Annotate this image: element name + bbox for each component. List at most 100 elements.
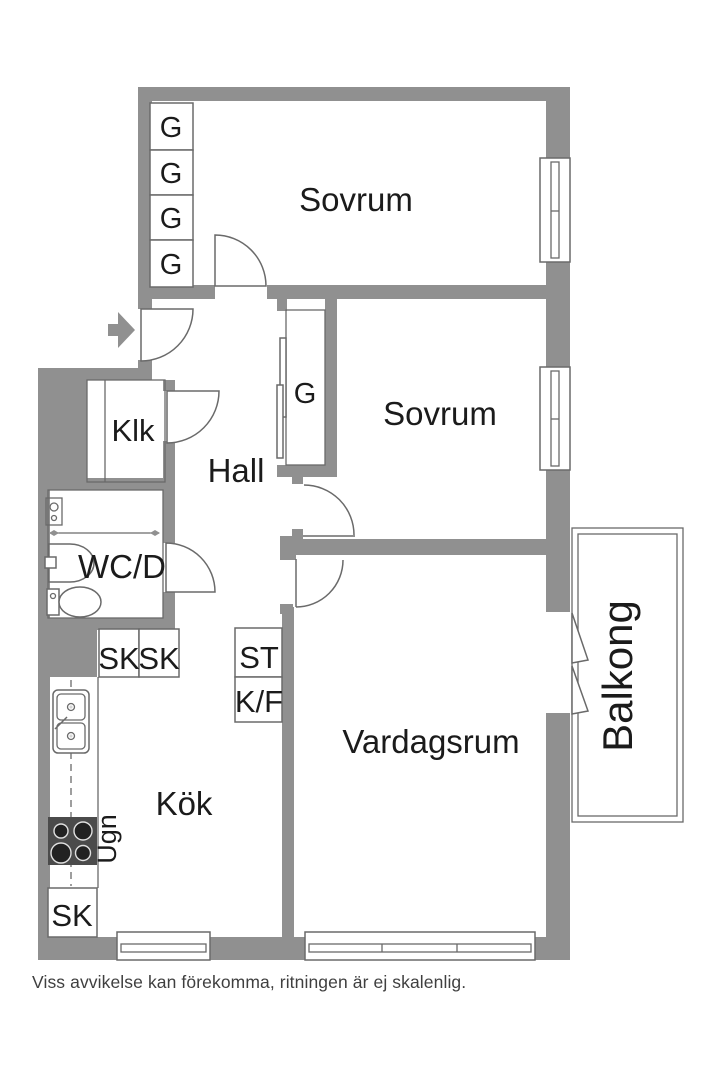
entrance-arrow-icon [108, 312, 135, 348]
vardagsrum-window-glass [308, 943, 532, 953]
washing-machine-knob [50, 514, 58, 522]
wardrobe-cell-4 [149, 239, 194, 288]
kitchen-tap-icon [54, 716, 68, 730]
shower-rail-end-right [150, 530, 160, 536]
vardagsrum-window [304, 931, 536, 961]
wall-wc-top [38, 478, 163, 490]
wall-right-4 [546, 713, 570, 960]
label-st: ST [239, 640, 279, 675]
walls [38, 87, 570, 960]
wall-hall-vardagsrum-block [280, 536, 296, 560]
kitchen-window [116, 931, 211, 961]
labels: Sovrum Sovrum Hall Klk WC/D Kök Vardagsr… [51, 112, 641, 933]
wall-hall-vardagsrum-stub [292, 529, 303, 539]
wall-gcloset-bottom [277, 465, 337, 477]
stove-burner-1 [53, 823, 69, 839]
bathroom-sink-tap [44, 556, 57, 569]
label-sovrum1: Sovrum [299, 181, 413, 218]
wall-bedrooms-right [267, 285, 547, 299]
stove-burner-3 [50, 842, 72, 864]
wall-bottom-left [38, 937, 117, 960]
label-vardagsrum: Vardagsrum [342, 723, 519, 760]
stove-burner-4 [74, 844, 92, 862]
cabinet-sk1 [98, 628, 140, 678]
wall-bottom-mid [210, 937, 305, 960]
wall-bedrooms-left [152, 285, 215, 299]
wardrobe-cell-2 [149, 149, 194, 196]
kitchen-sink-basin-1 [56, 693, 86, 721]
toilet-bowl-icon [58, 586, 102, 618]
cabinet-sk2 [138, 628, 180, 678]
cabinet-st [234, 627, 283, 678]
kitchen-sink-drain-2 [66, 731, 76, 741]
wall-kitchen-vardagsrum [282, 607, 294, 940]
kitchen-sink-unit [52, 689, 90, 754]
sovrum2-door-arc [303, 484, 355, 536]
vardagsrum-door-arc [295, 559, 344, 608]
balcony-door-fold-1 [571, 612, 589, 664]
bathroom-fixtures [44, 489, 164, 619]
label-sk-bottom: SK [51, 898, 93, 933]
label-wardrobe-1: G [160, 112, 183, 144]
wall-kitchen-left-block [38, 618, 97, 677]
kitchen-sink-drain-dot-1 [69, 705, 73, 709]
kitchen-sink-drain-dot-2 [69, 734, 73, 738]
wall-gcloset-top-stub [277, 299, 287, 311]
label-sk2: SK [138, 641, 180, 676]
sovrum1-window [539, 157, 571, 263]
wall-top [138, 87, 570, 101]
kitchen-sink-drain-1 [66, 702, 76, 712]
label-hall: Hall [208, 452, 265, 489]
label-kok: Kök [156, 785, 213, 822]
klk-interior [86, 379, 166, 483]
bathroom-sink-icon [48, 543, 95, 583]
wall-hall-vardagsrum [283, 539, 547, 555]
label-ugn: Ugn [92, 814, 122, 864]
entry-door [140, 308, 194, 362]
windows [116, 157, 571, 961]
sovrum1-window-glass [550, 161, 560, 259]
balcony [571, 527, 684, 823]
balcony-inner-rail [577, 533, 678, 817]
wall-right-2 [546, 262, 570, 367]
wall-left-upper [138, 87, 152, 309]
wall-gcloset-right [325, 299, 337, 477]
label-wardrobe-4: G [160, 249, 183, 281]
klk-door [166, 390, 220, 444]
stove-burner-2 [73, 821, 93, 841]
washing-machine-drum [49, 502, 59, 512]
label-klk: Klk [111, 413, 155, 448]
kitchen-window-glass [120, 943, 207, 953]
balcony-door-fold-2 [571, 665, 590, 715]
wall-wc-right-upper [163, 380, 175, 391]
doors [140, 234, 355, 608]
kitchen-sink-basin-2 [56, 722, 86, 750]
label-wardrobe-3: G [160, 203, 183, 235]
label-hall-wardrobe: G [294, 378, 317, 410]
wcd-interior [47, 489, 164, 619]
label-balkong: Balkong [594, 600, 641, 752]
wall-gcloset-bottom-stub [292, 477, 303, 484]
cabinet-kf [234, 676, 283, 723]
hall-wardrobe-sliding-door-2 [276, 384, 284, 459]
label-kf: K/F [235, 684, 283, 719]
kitchen-fixtures [48, 677, 99, 888]
washing-machine-icon [45, 497, 63, 526]
wall-wc-right-mid [163, 441, 175, 543]
disclaimer-text: Viss avvikelse kan förekomma, ritningen … [32, 972, 467, 992]
label-sk1: SK [98, 641, 140, 676]
label-wardrobe-2: G [160, 158, 183, 190]
wall-klk-top [38, 368, 152, 380]
wall-right-3 [546, 470, 570, 612]
wcd-door [165, 542, 216, 593]
wall-klk-left-block [50, 380, 87, 482]
sovrum1-door [214, 234, 267, 287]
shower-rail-end-left [49, 530, 59, 536]
storage [47, 102, 326, 938]
label-sovrum2: Sovrum [383, 395, 497, 432]
toilet-flush-button [49, 592, 57, 600]
label-wcd: WC/D [78, 548, 166, 585]
cabinet-sk-bottom [47, 887, 98, 938]
